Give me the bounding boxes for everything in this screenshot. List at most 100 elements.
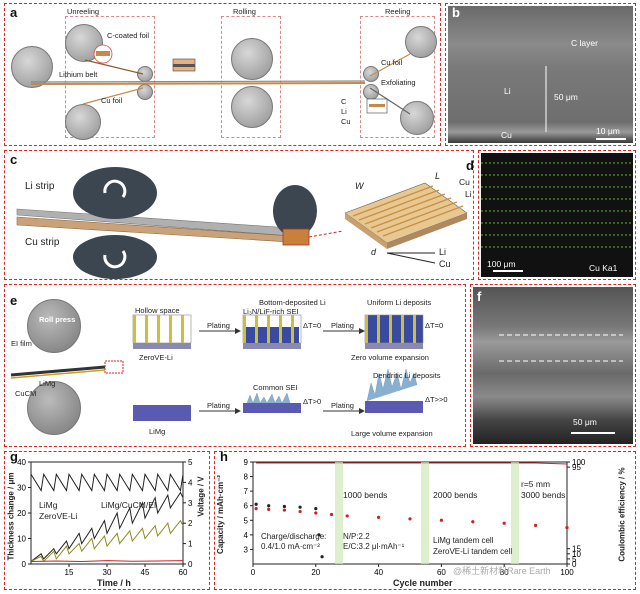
roll-press-bottom <box>27 381 81 435</box>
h-ylabel-right: Coulombic efficiency / % <box>617 467 627 562</box>
y-tick-label: 7 <box>244 487 249 496</box>
g-legend-limg-cucm: LiMg/CuCM/EI <box>101 500 157 510</box>
limg-left-label: LiMg <box>39 379 56 388</box>
series-point-0 <box>534 523 538 527</box>
cu-label: Cu <box>501 130 512 140</box>
series-point-0 <box>502 521 506 525</box>
limg-bottom-label: LiMg <box>149 427 166 436</box>
lithium-belt-roll <box>11 46 53 88</box>
bend-band-0 <box>335 462 343 564</box>
rolling-roller-bottom <box>231 86 273 128</box>
plating-4-label: Plating <box>331 401 354 410</box>
zerove-label: ZeroVE-Li <box>139 353 173 362</box>
y2-tick-label: 2 <box>188 519 193 528</box>
series-point-0 <box>345 514 349 518</box>
panel-c: c Li strip Cu strip W L d Li Cu <box>4 150 474 280</box>
cu-axis-label: Cu <box>439 259 451 269</box>
x-tick-label: 45 <box>141 568 150 577</box>
series-point-0 <box>471 520 475 524</box>
scale-b: 10 μm <box>596 126 620 136</box>
li-strip-label: Li strip <box>25 181 55 192</box>
series-line-3 <box>30 472 184 492</box>
panel-a-belts <box>30 44 411 115</box>
x-tick-label: 40 <box>374 568 383 577</box>
y2-tick-label: 5 <box>188 458 193 467</box>
edx-stripes <box>481 162 633 272</box>
layer-cu-label: Cu <box>341 117 351 126</box>
reeling-box <box>360 16 435 138</box>
panel-e-label: e <box>10 293 18 308</box>
series-point-1 <box>320 555 324 559</box>
cu-foil-left-label: Cu foil <box>101 96 123 105</box>
h-r-label: r=5 mm <box>521 479 551 489</box>
layer-li-label: Li <box>341 107 347 116</box>
y2-tick-label: 95 <box>572 463 581 472</box>
ei-film-label: EI film <box>11 339 32 348</box>
zero-exp-label: Zero volume expansion <box>351 353 429 362</box>
x-tick-label: 80 <box>500 568 509 577</box>
bend-band-1 <box>421 462 429 564</box>
y-tick-label: 30 <box>17 484 26 493</box>
h-legend-zerove: ZeroVE-Li tandem cell <box>433 547 513 556</box>
y-tick-label: 8 <box>244 473 249 482</box>
g-xlabel: Time / h <box>97 578 131 588</box>
series-point-0 <box>408 517 412 521</box>
series-point-0 <box>254 507 258 511</box>
series-point-0 <box>282 508 286 512</box>
scale-f: 50 μm <box>573 417 597 427</box>
reel-roll-top <box>405 26 437 58</box>
g-ylabel-left: Thickness change / μm <box>6 472 16 561</box>
panel-c-label: c <box>10 152 18 167</box>
y2-tick-label: 0 <box>572 560 577 569</box>
y2-tick-label: 0 <box>188 560 193 569</box>
rolling-box <box>221 16 281 138</box>
x-tick-label: 30 <box>103 568 112 577</box>
scale-d: 100 μm <box>487 259 516 269</box>
panel-f: f 50 μm <box>470 284 636 447</box>
roll-press-top <box>27 299 81 353</box>
y-tick-label: 4 <box>244 531 249 540</box>
series-line-0 <box>30 491 184 562</box>
x-tick-label: 60 <box>437 568 446 577</box>
panel-b-label: b <box>452 5 460 20</box>
uniform-li-label: Uniform Li deposits <box>367 298 432 307</box>
panel-c-diagram <box>16 167 468 279</box>
panel-a-label: a <box>10 5 18 20</box>
bottom-li-label: Bottom-deposited Li <box>259 298 326 307</box>
unreeling-box <box>65 16 155 138</box>
h-bends-2000: 2000 bends <box>433 490 478 500</box>
series-point-0 <box>267 507 271 511</box>
y-tick-label: 0 <box>22 560 27 569</box>
h-bends-1000: 1000 bends <box>343 490 388 500</box>
series-point-0 <box>377 515 381 519</box>
rolling-label: Rolling <box>233 7 256 16</box>
h-charge-1: Charge/discharge: <box>261 532 327 541</box>
g-legend-limg: LiMg <box>39 500 58 510</box>
series-point-0 <box>439 518 443 522</box>
cu-foil-roll-left <box>65 104 101 140</box>
h-xlabel: Cycle number <box>393 578 453 588</box>
y-tick-label: 5 <box>244 516 249 525</box>
y2-tick-label: 4 <box>188 478 193 487</box>
cu-strip-label: Cu strip <box>25 237 60 248</box>
h-bends-3000: 3000 bends <box>521 490 566 500</box>
series-line-2 <box>30 560 184 562</box>
x-tick-label: 20 <box>311 568 320 577</box>
li-axis-label: Li <box>439 247 447 257</box>
dt-pos2-label: ΔT>>0 <box>425 395 448 404</box>
thickness-arrow <box>545 66 626 140</box>
plating-2-label: Plating <box>331 321 354 330</box>
y2-tick-label: 5 <box>572 555 577 564</box>
h-legend-limg: LiMg tandem cell <box>433 536 494 545</box>
y-tick-label: 3 <box>244 545 249 554</box>
plating-1-label: Plating <box>207 321 230 330</box>
panel-d: d Cu Li 100 μm Cu Ka1 <box>459 150 636 280</box>
cucm-label: CuCM <box>15 389 37 398</box>
d-label: d <box>371 247 377 257</box>
thickness-label: 50 μm <box>554 92 578 102</box>
sem-image-f <box>473 287 633 444</box>
series-point-1 <box>314 507 318 511</box>
